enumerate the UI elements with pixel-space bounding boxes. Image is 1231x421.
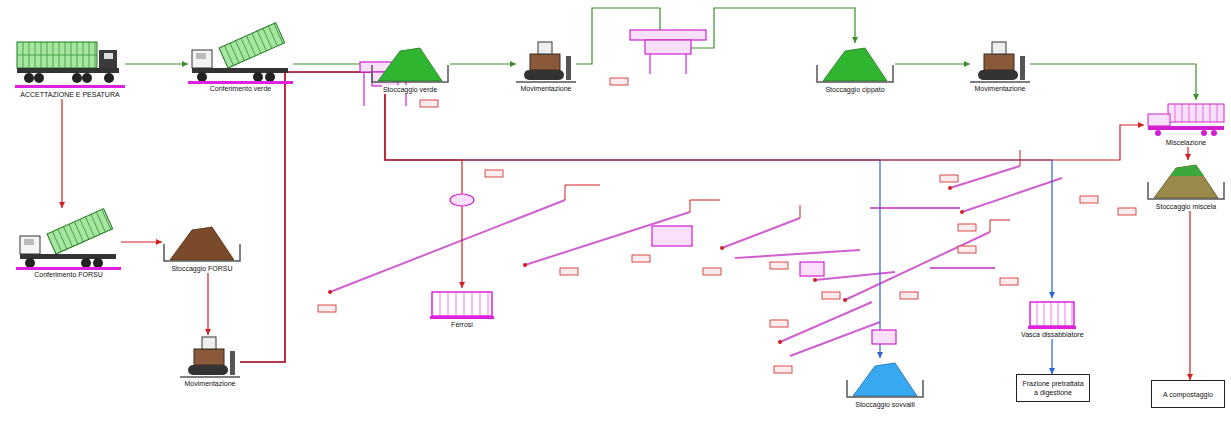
station-icon (815, 43, 895, 85)
flow-line (240, 72, 1052, 362)
station-icon (15, 38, 125, 90)
station-label: Movimentazione (520, 84, 573, 93)
station-label: Vasca dissabbiatore (1020, 330, 1085, 339)
station-label: Movimentazione (974, 84, 1027, 93)
station-label: A compostaggio (1162, 390, 1214, 399)
process-station: Stoccaggio miscela (1146, 160, 1226, 211)
process-station: Miscelazione (1144, 100, 1228, 147)
process-station: Movimentazione (970, 40, 1030, 93)
shredder (630, 30, 706, 74)
process-station: Movimentazione (180, 335, 240, 388)
station-icon (370, 43, 450, 85)
flow-line (895, 63, 970, 64)
process-station: ACCETTAZIONE E PESATURA (15, 38, 125, 99)
magnetic-separator (450, 194, 474, 206)
station-label: Stoccaggio cippato (824, 85, 885, 94)
conveyors (330, 166, 1062, 356)
station-icon (430, 288, 494, 320)
flow-line (240, 72, 1144, 362)
process-station: Ferrosi (430, 288, 494, 329)
process-station: Movimentazione (516, 40, 576, 93)
flow-line (576, 8, 855, 64)
station-icon (845, 358, 925, 400)
station-label: Movimentazione (184, 379, 237, 388)
output-box: A compostaggio (1151, 380, 1225, 408)
screens (652, 226, 896, 344)
output-box: Frazione pretrattata a digestione (1016, 374, 1090, 402)
station-icon (188, 22, 293, 84)
flow-line (121, 241, 162, 242)
process-station: Conferimento verde (188, 22, 293, 93)
station-label: Conferimento FORSU (33, 270, 103, 279)
process-station: Stoccaggio sovvalli (845, 358, 925, 409)
station-icon (16, 208, 121, 270)
station-label: Conferimento verde (209, 84, 272, 93)
station-label: ACCETTAZIONE E PESATURA (19, 90, 120, 99)
flow-line (1051, 339, 1052, 374)
station-label: Stoccaggio FORSU (170, 264, 233, 273)
feed-lines (565, 150, 1020, 232)
flow-line (450, 63, 516, 64)
flow-line (293, 63, 370, 64)
flow-line (1189, 211, 1190, 380)
station-icon (1144, 100, 1228, 138)
station-icon (180, 335, 240, 379)
process-station: Vasca dissabbiatore (1020, 298, 1085, 339)
station-label: Stoccaggio sovvalli (854, 400, 916, 409)
flow-line (207, 273, 208, 335)
station-icon (1146, 160, 1226, 202)
station-label: Stoccaggio miscela (1155, 202, 1217, 211)
process-station: Stoccaggio cippato (815, 43, 895, 94)
station-label: Stoccaggio verde (382, 85, 438, 94)
process-station: Conferimento FORSU (16, 208, 121, 279)
station-icon (516, 40, 576, 84)
flow-line (1030, 64, 1196, 100)
station-icon (1028, 298, 1076, 330)
conveyor-drive-dots (328, 186, 964, 344)
process-station: Stoccaggio verde (370, 43, 450, 94)
station-label: Frazione pretrattata a digestione (1021, 379, 1085, 397)
process-station: Stoccaggio FORSU (162, 222, 242, 273)
station-label: Ferrosi (450, 320, 474, 329)
station-icon (970, 40, 1030, 84)
flow-line (125, 63, 188, 64)
equipment-tags (318, 78, 1136, 373)
flow-line (240, 72, 880, 362)
flow-line (1187, 147, 1188, 160)
station-icon (162, 222, 242, 264)
flow-line (240, 72, 462, 362)
flow-line (61, 99, 62, 208)
station-label: Miscelazione (1165, 138, 1207, 147)
